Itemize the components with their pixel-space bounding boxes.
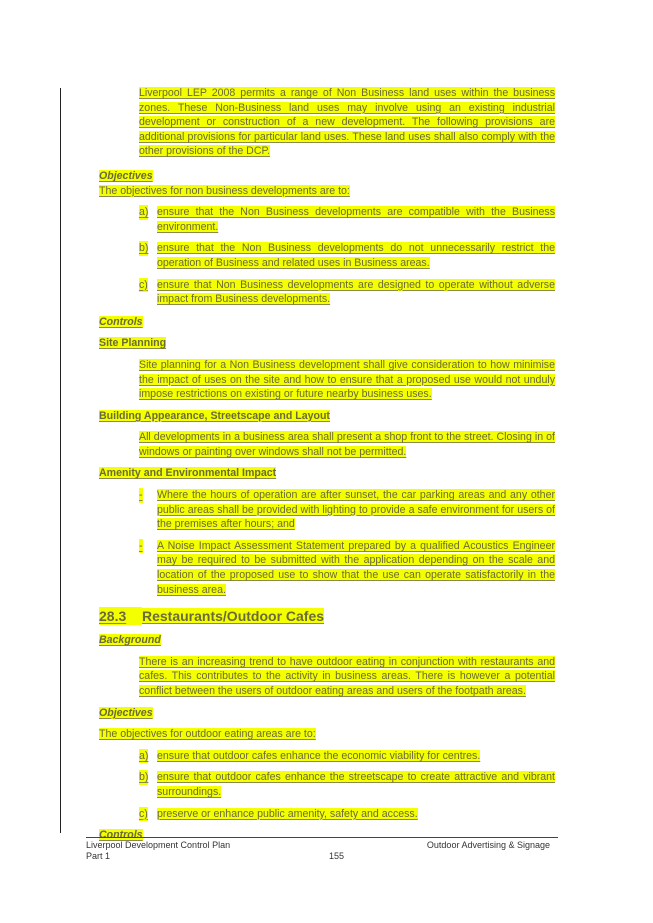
list-item: a) ensure that the Non Business developm… [139,205,555,233]
list-item: a) ensure that outdoor cafes enhance the… [139,748,481,764]
objectives-list: a) ensure that the Non Business developm… [99,205,555,307]
section-title: Restaurants/Outdoor Cafes [142,608,325,625]
objectives2-list: a) ensure that outdoor cafes enhance the… [99,748,555,822]
footer-left: Liverpool Development Control Plan Part … [86,840,230,862]
footer-title: Liverpool Development Control Plan [86,840,231,850]
site-planning-heading: Site Planning [99,337,167,350]
margin-change-bar [60,88,61,833]
list-item: b) ensure that the Non Business developm… [139,241,555,269]
controls2-heading: Controls [99,829,143,842]
page-content: Liverpool LEP 2008 permits a range of No… [99,86,555,843]
amenity-heading: Amenity and Environmental Impact [99,467,277,480]
building-heading: Building Appearance, Streetscape and Lay… [99,409,330,422]
section-number: 28.3 [99,607,142,626]
background-paragraph: There is an increasing trend to have out… [139,655,555,697]
background-heading: Background [99,634,161,647]
list-item: - Where the hours of operation are after… [139,488,555,531]
objectives2-intro: The objectives for outdoor eating areas … [99,728,316,741]
intro-paragraph: Liverpool LEP 2008 permits a range of No… [99,86,555,159]
building-paragraph: All developments in a business area shal… [139,431,555,458]
list-item: c) preserve or enhance public amenity, s… [139,806,418,822]
objectives2-heading: Objectives [99,706,153,719]
page-number: 155 [329,851,345,861]
list-item: - A Noise Impact Assessment Statement pr… [139,538,555,596]
amenity-list: - Where the hours of operation are after… [99,488,555,597]
footer-right: Outdoor Advertising & Signage [426,840,550,850]
controls-heading: Controls [99,315,143,328]
objectives-heading: Objectives [99,169,153,182]
footer-part: Part 1 [86,851,111,861]
site-planning-paragraph: Site planning for a Non Business develop… [139,358,555,401]
objectives-intro: The objectives for non business developm… [99,184,350,197]
list-item: c) ensure that Non Business developments… [139,277,555,306]
list-item: b) ensure that outdoor cafes enhance the… [139,770,555,798]
page-footer: Liverpool Development Control Plan Part … [86,837,558,861]
intro-text: Liverpool LEP 2008 permits a range of No… [139,87,555,158]
